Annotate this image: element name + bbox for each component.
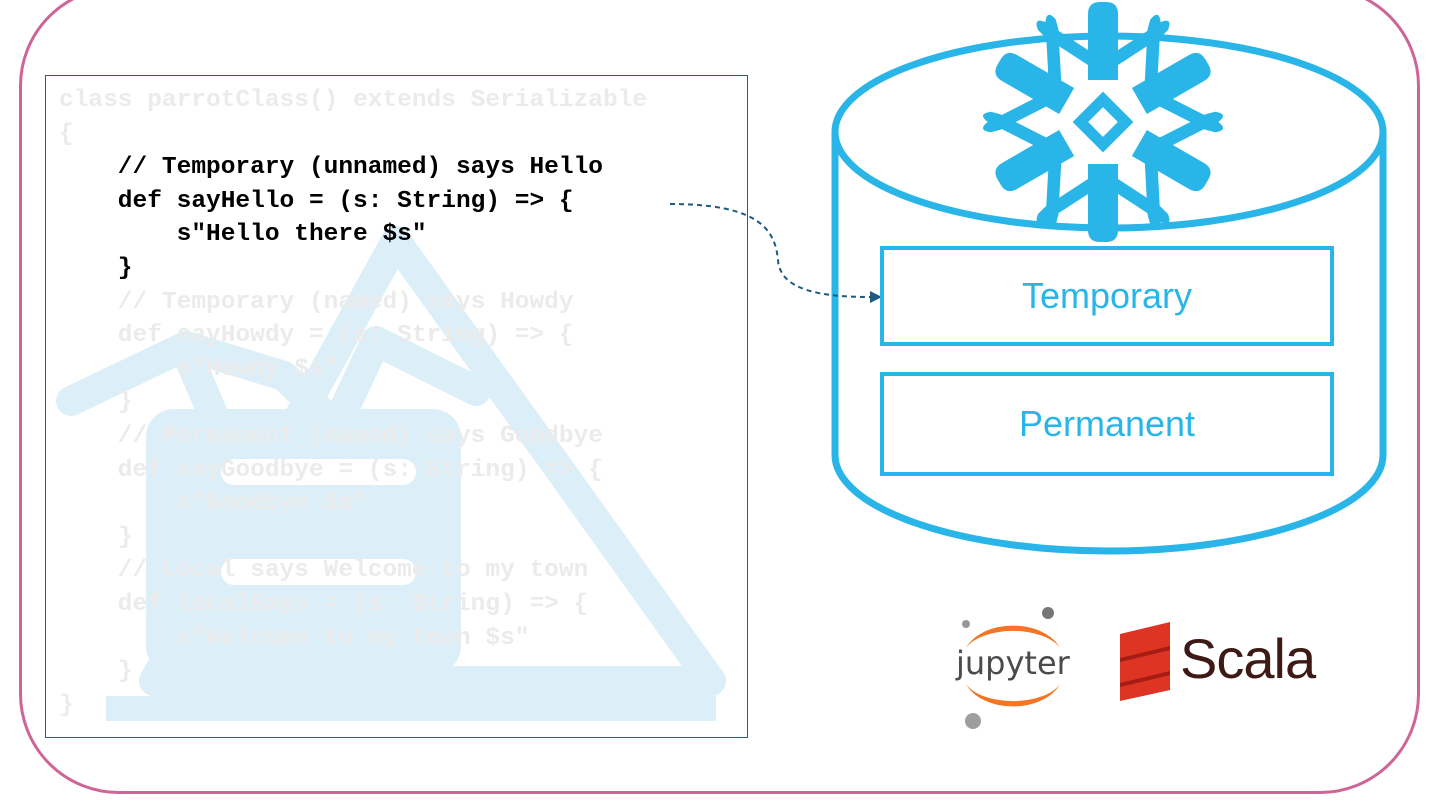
code-line: def sayGoodbye = (s: String) => { xyxy=(59,456,603,484)
dashed-arrow xyxy=(669,203,882,303)
code-line: s"Hello there $s" xyxy=(59,221,427,249)
code-line: { xyxy=(59,120,74,148)
code-line: } xyxy=(59,691,74,719)
outer-frame xyxy=(19,0,1420,794)
code-line: def sayHowdy = (s: String) => { xyxy=(59,322,574,350)
code-line: s"Goodbye $s" xyxy=(59,490,368,518)
temporary-box: Temporary xyxy=(880,246,1334,346)
permanent-box: Permanent xyxy=(880,372,1334,476)
code-line: s"Welcome to my town $s" xyxy=(59,624,530,652)
snowflake-icon xyxy=(965,2,1241,242)
code-line: } xyxy=(59,255,133,282)
code-line: // Permanent (named) says Goodbye xyxy=(59,423,603,450)
code-line: // Temporary (unnamed) says Hello xyxy=(59,154,603,182)
code-line: } xyxy=(59,523,133,551)
scala-logo-icon xyxy=(1120,622,1170,701)
code-line: def sayHello = (s: String) => { xyxy=(59,187,574,215)
code-panel: class parrotClass() extends Serializable… xyxy=(45,75,748,738)
code-line: // Temporary (named) says Howdy xyxy=(59,288,574,316)
code-line: } xyxy=(59,389,133,417)
scala-label: Scala xyxy=(1180,627,1316,690)
code-line: def localSays = (s: String) => { xyxy=(59,591,589,618)
permanent-label: Permanent xyxy=(1018,403,1196,444)
code-lines: class parrotClass() extends Serializable… xyxy=(46,76,747,737)
jupyter-label: jupyter xyxy=(956,644,1070,682)
temporary-label: Temporary xyxy=(1021,275,1193,316)
mountain-notebook-watermark-icon xyxy=(56,226,726,721)
code-line: class parrotClass() extends Serializable xyxy=(59,87,648,114)
code-line: } xyxy=(59,658,133,686)
code-line: // Local says Welcome to my town xyxy=(59,557,589,585)
code-line: s"Howdy $s" xyxy=(59,355,339,383)
jupyter-logo-icon xyxy=(962,607,1060,729)
